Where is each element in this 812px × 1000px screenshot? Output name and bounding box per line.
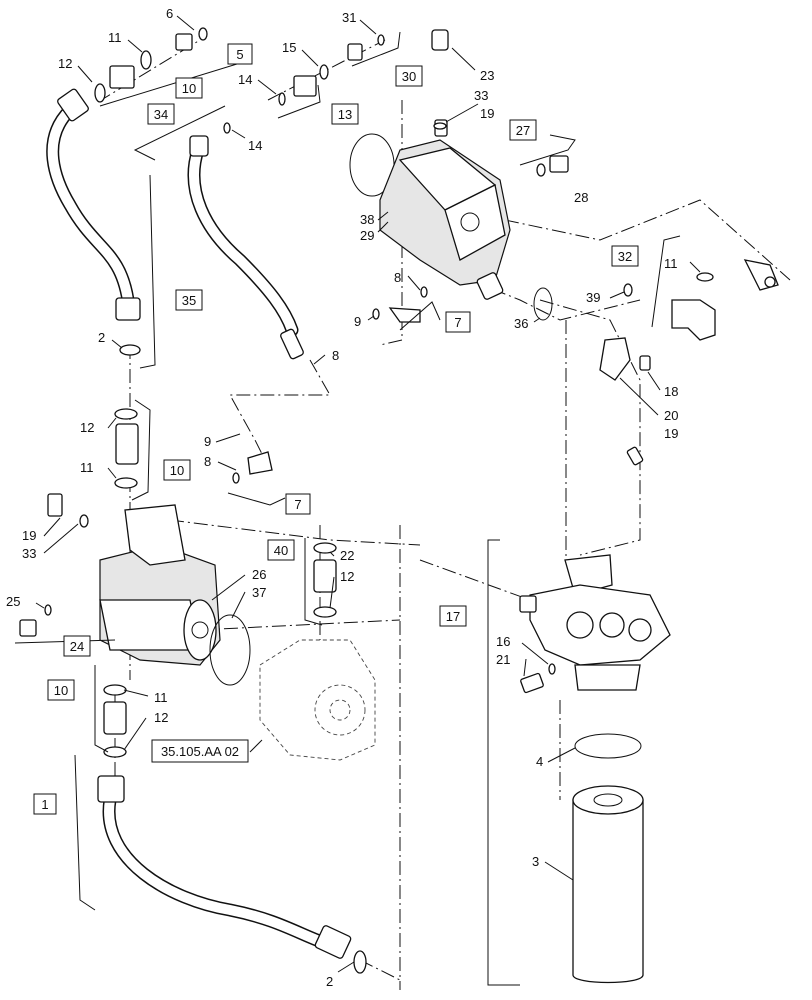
callout: 28 <box>574 190 588 205</box>
svg-text:10: 10 <box>170 463 184 478</box>
top-right-pump <box>349 119 633 323</box>
ref-box-17: 17 <box>439 605 467 627</box>
upper-middle-hose <box>187 135 304 360</box>
svg-text:1: 1 <box>41 797 48 812</box>
ref-box-30: 30 <box>395 65 423 87</box>
ref-box-5: 5 <box>227 43 253 65</box>
callout: 9 <box>354 314 361 329</box>
callout: 15 <box>282 40 296 55</box>
lower-fittings <box>103 684 367 974</box>
lower-left-hose <box>97 775 352 959</box>
ref-box-35: 35 <box>175 289 203 311</box>
callout: 31 <box>342 10 356 25</box>
ref-box-10-mid: 10 <box>163 459 191 481</box>
svg-text:17: 17 <box>446 609 460 624</box>
callout: 36 <box>514 316 528 331</box>
callout: 33 <box>22 546 36 561</box>
svg-text:34: 34 <box>154 107 168 122</box>
ref-box-10-low: 10 <box>47 679 75 701</box>
svg-text:7: 7 <box>454 315 461 330</box>
callout: 12 <box>58 56 72 71</box>
callout: 2 <box>98 330 105 345</box>
svg-text:35.105.AA 02: 35.105.AA 02 <box>161 744 239 759</box>
leader-lines <box>35 15 701 973</box>
callout: 26 <box>252 567 266 582</box>
callout: 11 <box>80 460 94 475</box>
ref-box-34: 34 <box>147 103 175 125</box>
ref-box-7-top: 7 <box>445 311 471 333</box>
callout: 37 <box>252 585 266 600</box>
callout: 2 <box>326 974 333 989</box>
svg-text:35: 35 <box>182 293 196 308</box>
callout: 16 <box>496 634 510 649</box>
callout: 22 <box>340 548 354 563</box>
group-brackets <box>14 31 681 986</box>
svg-text:40: 40 <box>274 543 288 558</box>
callout: 33 <box>474 88 488 103</box>
elbow-and-clamp <box>599 259 779 466</box>
ref-box-13: 13 <box>331 103 359 125</box>
ref-box-40: 40 <box>267 539 295 561</box>
callout-numbers: 6 11 12 31 15 14 14 23 33 19 28 38 29 8 … <box>6 6 678 989</box>
ref-box-27: 27 <box>509 119 537 141</box>
callout: 12 <box>154 710 168 725</box>
callout: 21 <box>496 652 510 667</box>
callout: 18 <box>664 384 678 399</box>
callout: 25 <box>6 594 20 609</box>
middle-fittings <box>47 344 273 528</box>
callout: 19 <box>480 106 494 121</box>
group-40-fittings <box>313 542 337 618</box>
callout: 6 <box>166 6 173 21</box>
ref-box-7-mid: 7 <box>285 493 311 515</box>
ref-box-section: 35.105.AA 02 <box>151 739 249 763</box>
callout: 11 <box>108 30 122 45</box>
callout: 3 <box>532 854 539 869</box>
svg-text:13: 13 <box>338 107 352 122</box>
callout: 8 <box>204 454 211 469</box>
callout: 29 <box>360 228 374 243</box>
callout: 20 <box>664 408 678 423</box>
lower-left-pump <box>19 504 251 686</box>
callout: 11 <box>664 256 678 271</box>
callout: 4 <box>536 754 543 769</box>
boxed-refs: 5 10 34 13 30 27 7 32 35 10 7 40 24 10 1… <box>33 43 639 815</box>
callout: 19 <box>22 528 36 543</box>
callout: 12 <box>80 420 94 435</box>
svg-text:10: 10 <box>182 81 196 96</box>
svg-text:7: 7 <box>294 497 301 512</box>
callout: 14 <box>238 72 252 87</box>
callout: 8 <box>332 348 339 363</box>
svg-text:24: 24 <box>70 639 84 654</box>
svg-text:27: 27 <box>516 123 530 138</box>
ref-box-1: 1 <box>33 793 57 815</box>
callout: 38 <box>360 212 374 227</box>
callout: 8 <box>394 270 401 285</box>
ref-box-24: 24 <box>63 635 91 657</box>
svg-text:32: 32 <box>618 249 632 264</box>
upper-left-hose <box>46 88 141 321</box>
fittings-top <box>94 27 449 134</box>
svg-text:5: 5 <box>236 47 243 62</box>
filter-assembly <box>519 554 671 984</box>
callout: 9 <box>204 434 211 449</box>
callout: 12 <box>340 569 354 584</box>
ref-box-10-top: 10 <box>175 77 203 99</box>
ref-box-32: 32 <box>611 245 639 267</box>
svg-text:10: 10 <box>54 683 68 698</box>
callout: 11 <box>154 690 168 705</box>
phantom-pump <box>259 639 376 761</box>
callout: 39 <box>586 290 600 305</box>
callout: 23 <box>480 68 494 83</box>
callout: 19 <box>664 426 678 441</box>
callout: 14 <box>248 138 262 153</box>
svg-text:30: 30 <box>402 69 416 84</box>
